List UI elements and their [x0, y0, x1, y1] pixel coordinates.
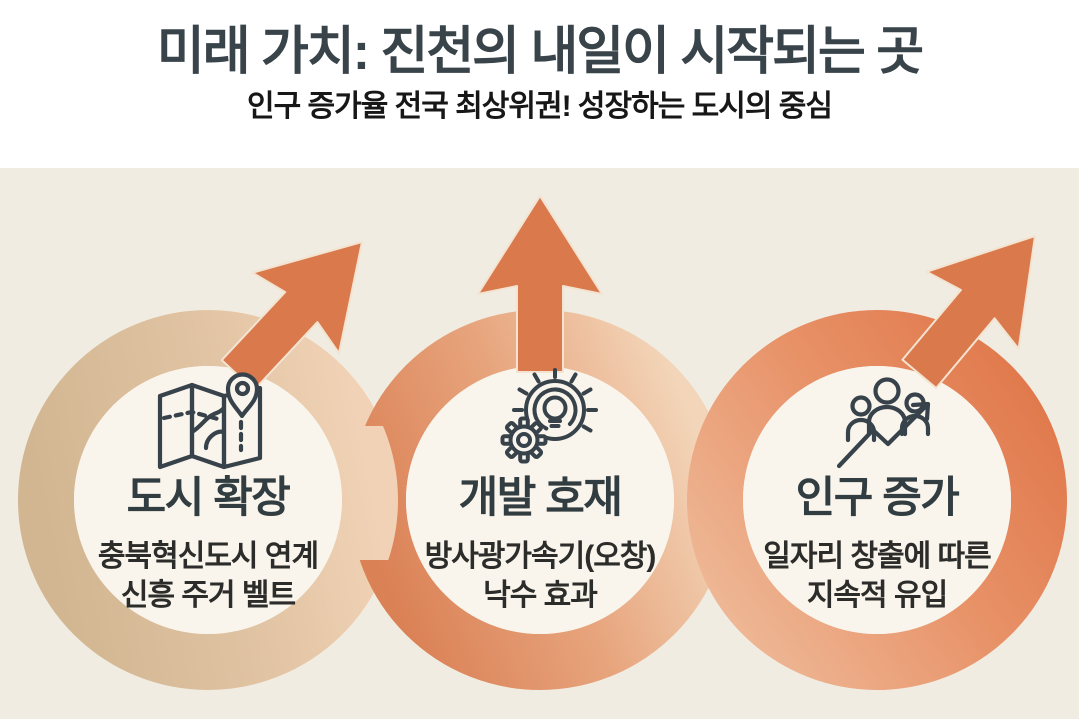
page-subtitle: 인구 증가율 전국 최상위권! 성장하는 도시의 중심	[247, 90, 833, 124]
card-development: 개발 호재 방사광가속기(오창) 낙수 효과	[380, 474, 700, 615]
card-population: 인구 증가 일자리 창출에 따른 지속적 유입	[717, 474, 1037, 615]
card-description-line: 일자리 창출에 따른	[763, 540, 991, 574]
card-description-line: 신흥 주거 벨트	[120, 579, 296, 613]
ring-interlock-segment	[319, 426, 398, 560]
header: 미래 가치: 진천의 내일이 시작되는 곳 인구 증가율 전국 최상위권! 성장…	[0, 0, 1079, 168]
card-description-line: 방사광가속기(오창)	[424, 540, 657, 574]
card-description-line: 지속적 유입	[806, 579, 948, 613]
card-description: 방사광가속기(오창) 낙수 효과	[380, 537, 700, 615]
rings-diagram	[0, 168, 1079, 719]
map-location-icon	[148, 366, 272, 475]
card-description: 일자리 창출에 따른 지속적 유입	[717, 537, 1037, 615]
page-title: 미래 가치: 진천의 내일이 시작되는 곳	[156, 23, 924, 81]
card-heading: 인구 증가	[795, 474, 960, 522]
arrow-up-icon	[477, 195, 603, 373]
card-description-line: 충북혁신도시 연계	[97, 540, 319, 574]
inner-circle-development	[406, 366, 674, 634]
card-city-expansion: 도시 확장 충북혁신도시 연계 신흥 주거 벨트	[48, 474, 368, 615]
arrow-up-right-icon	[901, 235, 1036, 390]
people-growth-icon	[825, 370, 957, 477]
card-heading: 개발 호재	[458, 474, 623, 522]
ring-population	[687, 310, 1067, 690]
idea-gear-icon	[492, 368, 604, 475]
inner-circle-city-expansion	[74, 366, 342, 634]
rings-arrows-graphic	[18, 195, 1067, 690]
inner-circle-population	[743, 366, 1011, 634]
card-description-line: 낙수 효과	[483, 579, 598, 613]
card-description: 충북혁신도시 연계 신흥 주거 벨트	[48, 537, 368, 615]
card-heading: 도시 확장	[126, 474, 291, 522]
